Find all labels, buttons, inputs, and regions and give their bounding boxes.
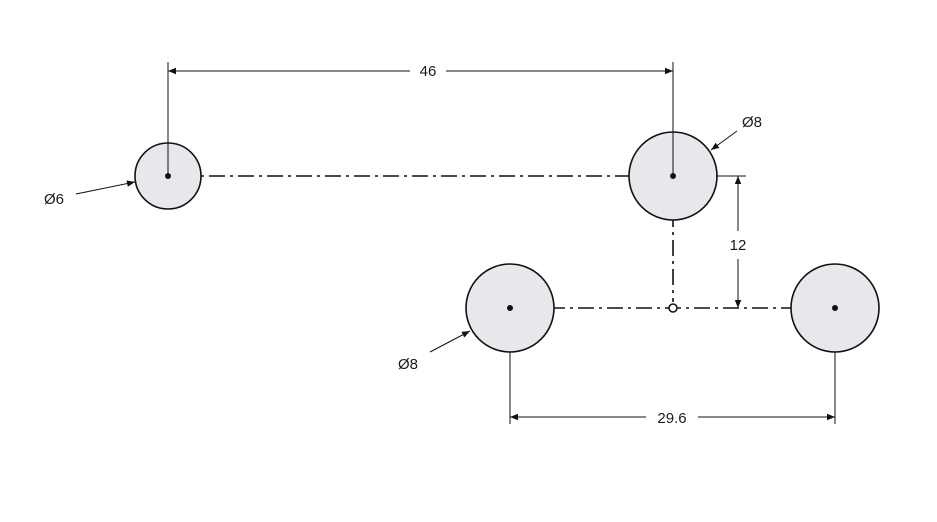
dimension-29-6: 29.6	[509, 352, 836, 427]
callout-bottom-left-hole: Ø8	[398, 330, 471, 373]
dimension-46-text: 46	[420, 63, 437, 80]
reference-point-marker	[668, 303, 678, 313]
dimension-29-6-text: 29.6	[657, 410, 686, 427]
callout-small-hole-text: Ø6	[44, 191, 64, 208]
hole-bottom-left	[465, 263, 555, 353]
callout-top-right-hole: Ø8	[710, 114, 762, 151]
callout-bottom-left-hole-text: Ø8	[398, 356, 418, 373]
hole-bottom-right	[790, 263, 880, 353]
dimension-46: 46	[167, 62, 674, 176]
dimension-12: 12	[716, 175, 747, 308]
dimension-12-text: 12	[730, 237, 747, 254]
callout-small-hole: Ø6	[44, 180, 136, 208]
callout-top-right-hole-text: Ø8	[742, 114, 762, 131]
